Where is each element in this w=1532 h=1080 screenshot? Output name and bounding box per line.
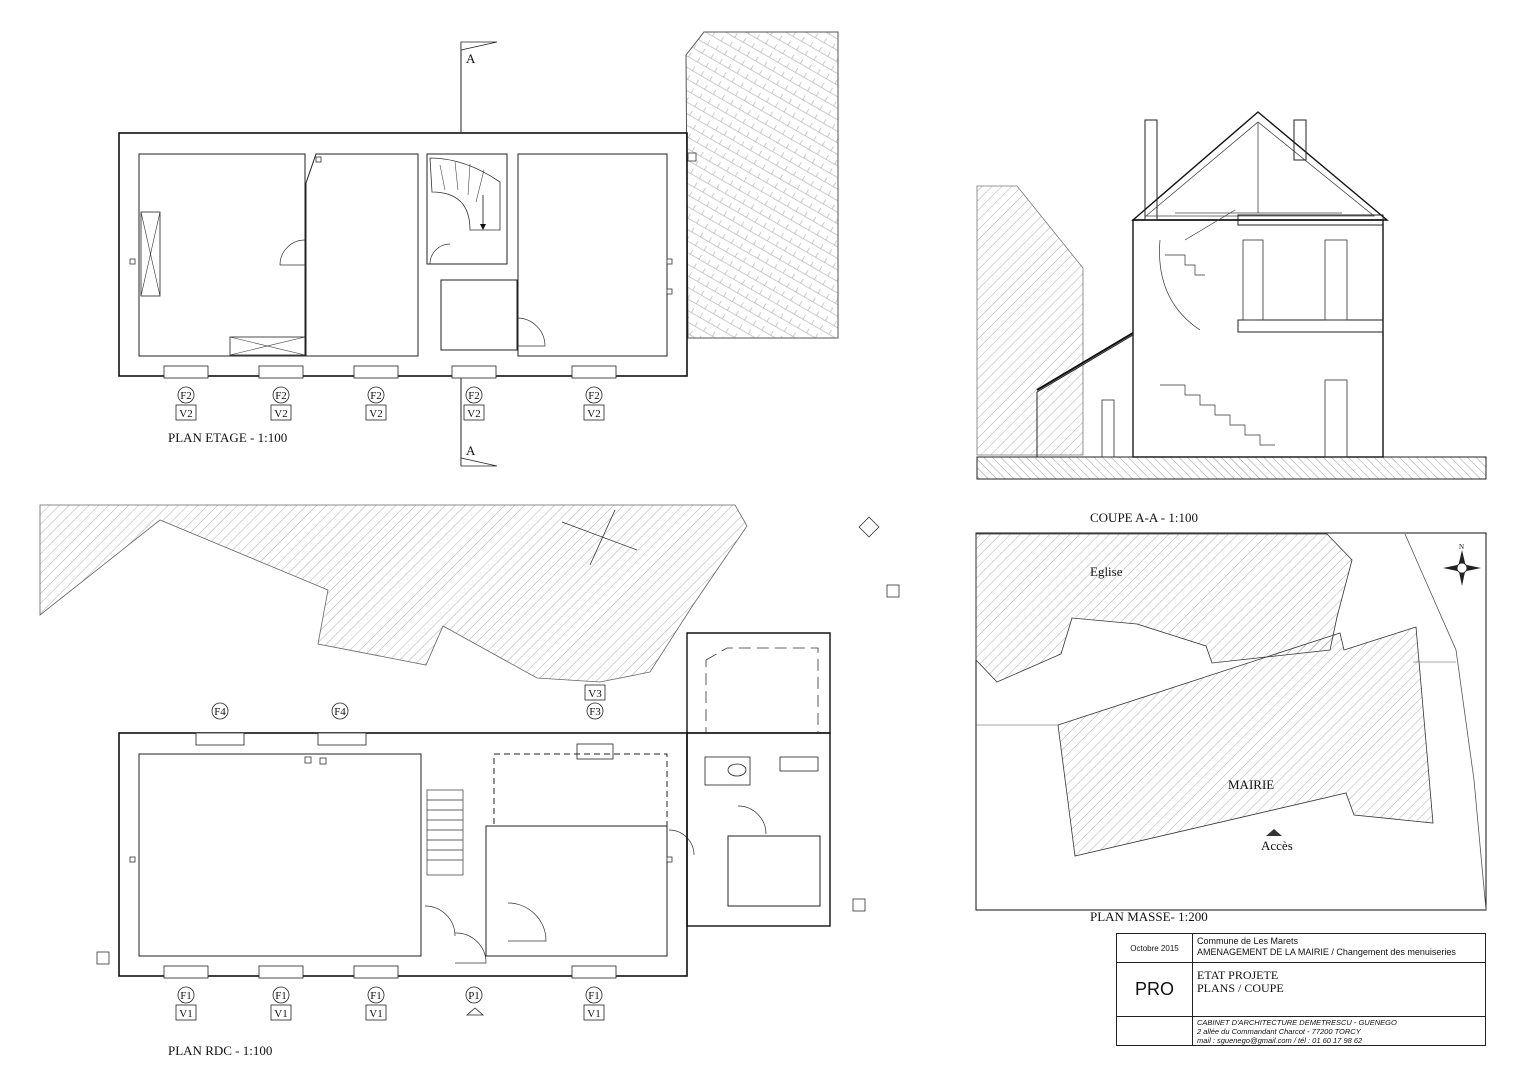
window-type-label: F2 bbox=[180, 390, 192, 402]
state: ETAT PROJETE bbox=[1197, 968, 1279, 982]
shutter-tag-box bbox=[270, 1004, 292, 1021]
plan-rdc-title: PLAN RDC - 1:100 bbox=[168, 1043, 272, 1058]
window-tag-circle bbox=[367, 986, 385, 1004]
title-block: Octobre 2015 Commune de Les Marets AMENA… bbox=[1116, 933, 1486, 1046]
title-block-row-project: Octobre 2015 Commune de Les Marets AMENA… bbox=[1117, 934, 1485, 963]
shutter-type-label: V1 bbox=[274, 1008, 287, 1020]
shutter-type-label: V2 bbox=[179, 408, 192, 420]
plan-etage: A A PLAN ETAGE - 1:100 bbox=[118, 31, 839, 467]
window-type-label: F2 bbox=[588, 390, 600, 402]
north-arrow-icon bbox=[1443, 550, 1481, 586]
shutter-type-label: V1 bbox=[369, 1008, 382, 1020]
window-tag-circle bbox=[272, 986, 290, 1004]
window-type-label: F2 bbox=[275, 390, 287, 402]
window-tag-circle bbox=[177, 386, 195, 404]
window-type-label: F1 bbox=[370, 990, 382, 1002]
window-tag-circle bbox=[177, 986, 195, 1004]
shutter-tag-box bbox=[175, 1004, 197, 1021]
window-type-label: P1 bbox=[468, 990, 480, 1002]
window-type-label: F1 bbox=[275, 990, 287, 1002]
window-tag-circle bbox=[465, 386, 483, 404]
section-mark-bottom: A bbox=[466, 443, 476, 458]
shutter-type-label: V2 bbox=[369, 408, 382, 420]
shutter-tag-box bbox=[365, 1004, 387, 1021]
eglise-label: Eglise bbox=[1090, 564, 1123, 579]
plan-etage-title: PLAN ETAGE - 1:100 bbox=[168, 430, 287, 445]
shutter-type-label: V2 bbox=[587, 408, 600, 420]
title-block-row-phase: PRO ETAT PROJETE PLANS / COUPE bbox=[1117, 963, 1485, 1017]
shutter-tag-box bbox=[583, 404, 605, 421]
date: Octobre 2015 bbox=[1117, 934, 1193, 962]
office: CABINET D'ARCHITECTURE DEMETRESCU - GUEN… bbox=[1197, 1018, 1397, 1027]
shutter-tag-box bbox=[463, 404, 485, 421]
coupe-a-a: COUPE A-A - 1:100 bbox=[976, 111, 1487, 525]
window-tag-circle bbox=[211, 702, 229, 720]
project-info: Commune de Les Marets AMENAGEMENT DE LA … bbox=[1197, 936, 1481, 958]
shutter-tag-box bbox=[583, 1004, 605, 1021]
shutter-tag-box bbox=[270, 404, 292, 421]
window-type-label: F2 bbox=[468, 390, 480, 402]
window-type-label: F4 bbox=[214, 706, 226, 718]
window-type-label: F1 bbox=[180, 990, 192, 1002]
plan-masse-title: PLAN MASSE- 1:200 bbox=[1090, 909, 1208, 924]
section-mark-top: A bbox=[466, 51, 476, 66]
window-type-label: F2 bbox=[370, 390, 382, 402]
commune: Commune de Les Marets bbox=[1197, 936, 1299, 946]
phase: PRO bbox=[1117, 963, 1193, 1016]
address: 2 allée du Commandant Charcot - 77200 TO… bbox=[1197, 1027, 1361, 1036]
contact: mail : sguenego@gmail.com / tél : 01 60 … bbox=[1197, 1036, 1363, 1045]
shutter-tag-box bbox=[175, 404, 197, 421]
acces-label: Accès bbox=[1261, 838, 1293, 853]
window-type-label: F1 bbox=[588, 990, 600, 1002]
window-tag-circle bbox=[331, 702, 349, 720]
coupe-title: COUPE A-A - 1:100 bbox=[1090, 510, 1198, 525]
plan-rdc: PLAN RDC - 1:100 bbox=[39, 504, 900, 1058]
window-tag-circle bbox=[367, 386, 385, 404]
mairie-label: MAIRIE bbox=[1228, 777, 1274, 792]
shutter-type-label: V1 bbox=[179, 1008, 192, 1020]
office-info: CABINET D'ARCHITECTURE DEMETRESCU - GUEN… bbox=[1197, 1018, 1481, 1045]
shutter-type-label: V1 bbox=[587, 1008, 600, 1020]
window-type-label: F4 bbox=[334, 706, 346, 718]
window-tag-circle bbox=[272, 386, 290, 404]
shutter-tag-box bbox=[365, 404, 387, 421]
window-tag-circle bbox=[585, 386, 603, 404]
shutter-tag-box bbox=[584, 684, 606, 701]
content: PLANS / COUPE bbox=[1197, 981, 1284, 995]
north-label: N bbox=[1459, 543, 1464, 551]
window-type-label: F3 bbox=[589, 706, 601, 718]
shutter-type-label: V2 bbox=[467, 408, 480, 420]
shutter-type-label: V2 bbox=[274, 408, 287, 420]
project-name: AMENAGEMENT DE LA MAIRIE / Changement de… bbox=[1197, 947, 1456, 957]
window-tag-circle bbox=[585, 986, 603, 1004]
drawing-info: ETAT PROJETE PLANS / COUPE bbox=[1197, 969, 1481, 995]
plan-masse: N Eglise MAIRIE Accès PLAN MASSE- 1:200 bbox=[975, 532, 1487, 924]
shutter-type-label: V3 bbox=[588, 688, 602, 700]
window-tag-circle bbox=[586, 702, 604, 720]
window-tag-circle bbox=[465, 986, 483, 1004]
